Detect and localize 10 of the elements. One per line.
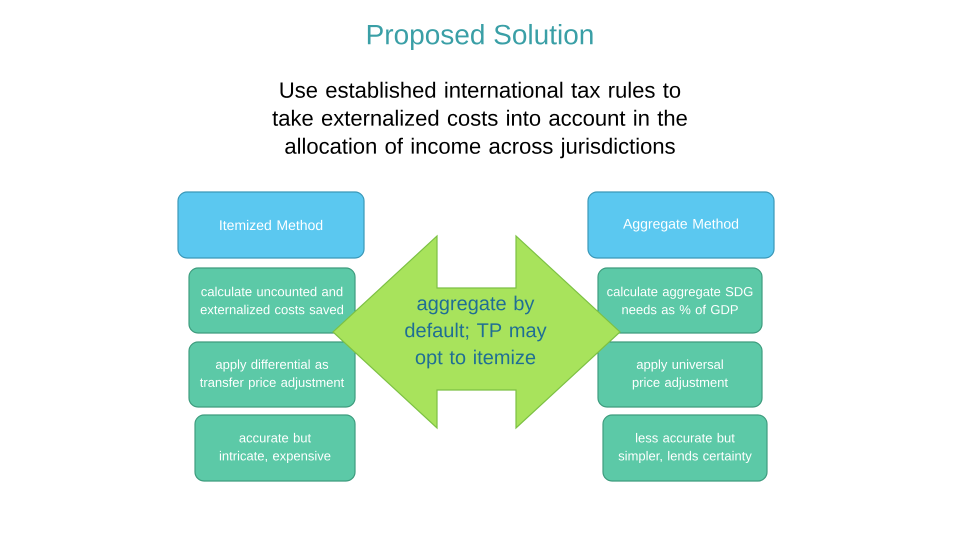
step-box: apply differential as transfer price adjustment [188, 341, 356, 408]
header-box: Aggregate Method [587, 191, 775, 259]
step-box: apply universal price adjustment [597, 341, 763, 408]
header-box: Itemized Method [177, 191, 365, 259]
step-box: accurate but intricate, expensive [194, 414, 356, 482]
step-box: calculate aggregate SDG needs as % of GDP [597, 267, 763, 334]
step-box: less accurate but simpler, lends certainty [602, 414, 768, 482]
step-box: calculate uncounted and externalized costs saved [188, 267, 356, 334]
slide-title: Proposed Solution [368, 24, 593, 50]
subtitle: Use established international tax rules to take externalized costs into account in the allocation of income across jurisdictions [272, 82, 687, 158]
